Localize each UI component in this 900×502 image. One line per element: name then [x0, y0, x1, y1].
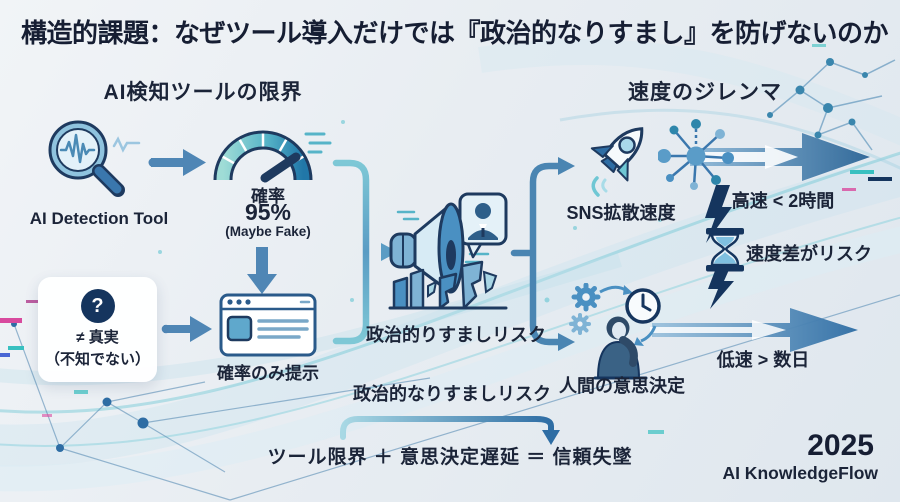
formula-text: ツール限界 ＋ 意思決定遅延 ＝ 信頼失墜: [267, 447, 633, 468]
network-spread-icon: [658, 119, 734, 190]
arrow-gauge-to-browser: [247, 247, 277, 294]
not-unknown-line: （不知でない）: [44, 351, 150, 368]
magnifier-waveform-icon: [48, 120, 141, 197]
right-split-brace: [510, 162, 563, 346]
footer-year: 2025: [807, 429, 874, 462]
left-section-header: AI検知ツールの限界: [103, 81, 303, 104]
rocket-icon: [590, 127, 644, 197]
footer-brand: AI KnowledgeFlow: [722, 463, 878, 483]
neq-truth-line: ≠ 真実: [76, 329, 119, 347]
speed-gap-label: 速度差がリスク: [746, 244, 872, 264]
hourglass-lightning-icon: [705, 185, 744, 309]
human-decision-icon: [569, 283, 661, 380]
gauge-note: (Maybe Fake): [225, 224, 311, 239]
left-merge-brace: [332, 159, 386, 345]
risk-label-top: 政治的りすましリスク: [366, 325, 546, 345]
browser-label: 確率のみ提示: [217, 364, 319, 383]
right-section-header: 速度のジレンマ: [628, 81, 782, 104]
gauge-label: 確率: [251, 187, 285, 206]
gauge-value: 95%: [244, 199, 292, 225]
detection-tool-label: AI Detection Tool: [29, 209, 169, 228]
slow-speed-label: 低速 > 数日: [716, 350, 810, 370]
human-decision-label: 人間の意思決定: [559, 376, 685, 396]
arrow-question-to-browser: [161, 316, 212, 342]
formula-bracket: [340, 399, 554, 440]
question-mark-icon: ?: [80, 289, 115, 324]
page-title: 構造的課題：なぜツール導入だけでは『政治的なりすまし』を防げないのか: [21, 18, 889, 48]
probability-gauge-icon: [213, 130, 332, 183]
sns-speed-label: SNS拡散速度: [566, 203, 676, 223]
megaphone-impersonation-icon: [388, 192, 508, 310]
risk-label-bottom: 政治的なりすましリスク: [353, 384, 551, 404]
browser-window-icon: [219, 293, 317, 357]
fast-speed-label: 高速 < 2時間: [731, 191, 835, 211]
arrow-tool-to-gauge: [148, 149, 206, 176]
not-truth-card: ? ≠ 真実 （不知でない）: [38, 277, 157, 382]
